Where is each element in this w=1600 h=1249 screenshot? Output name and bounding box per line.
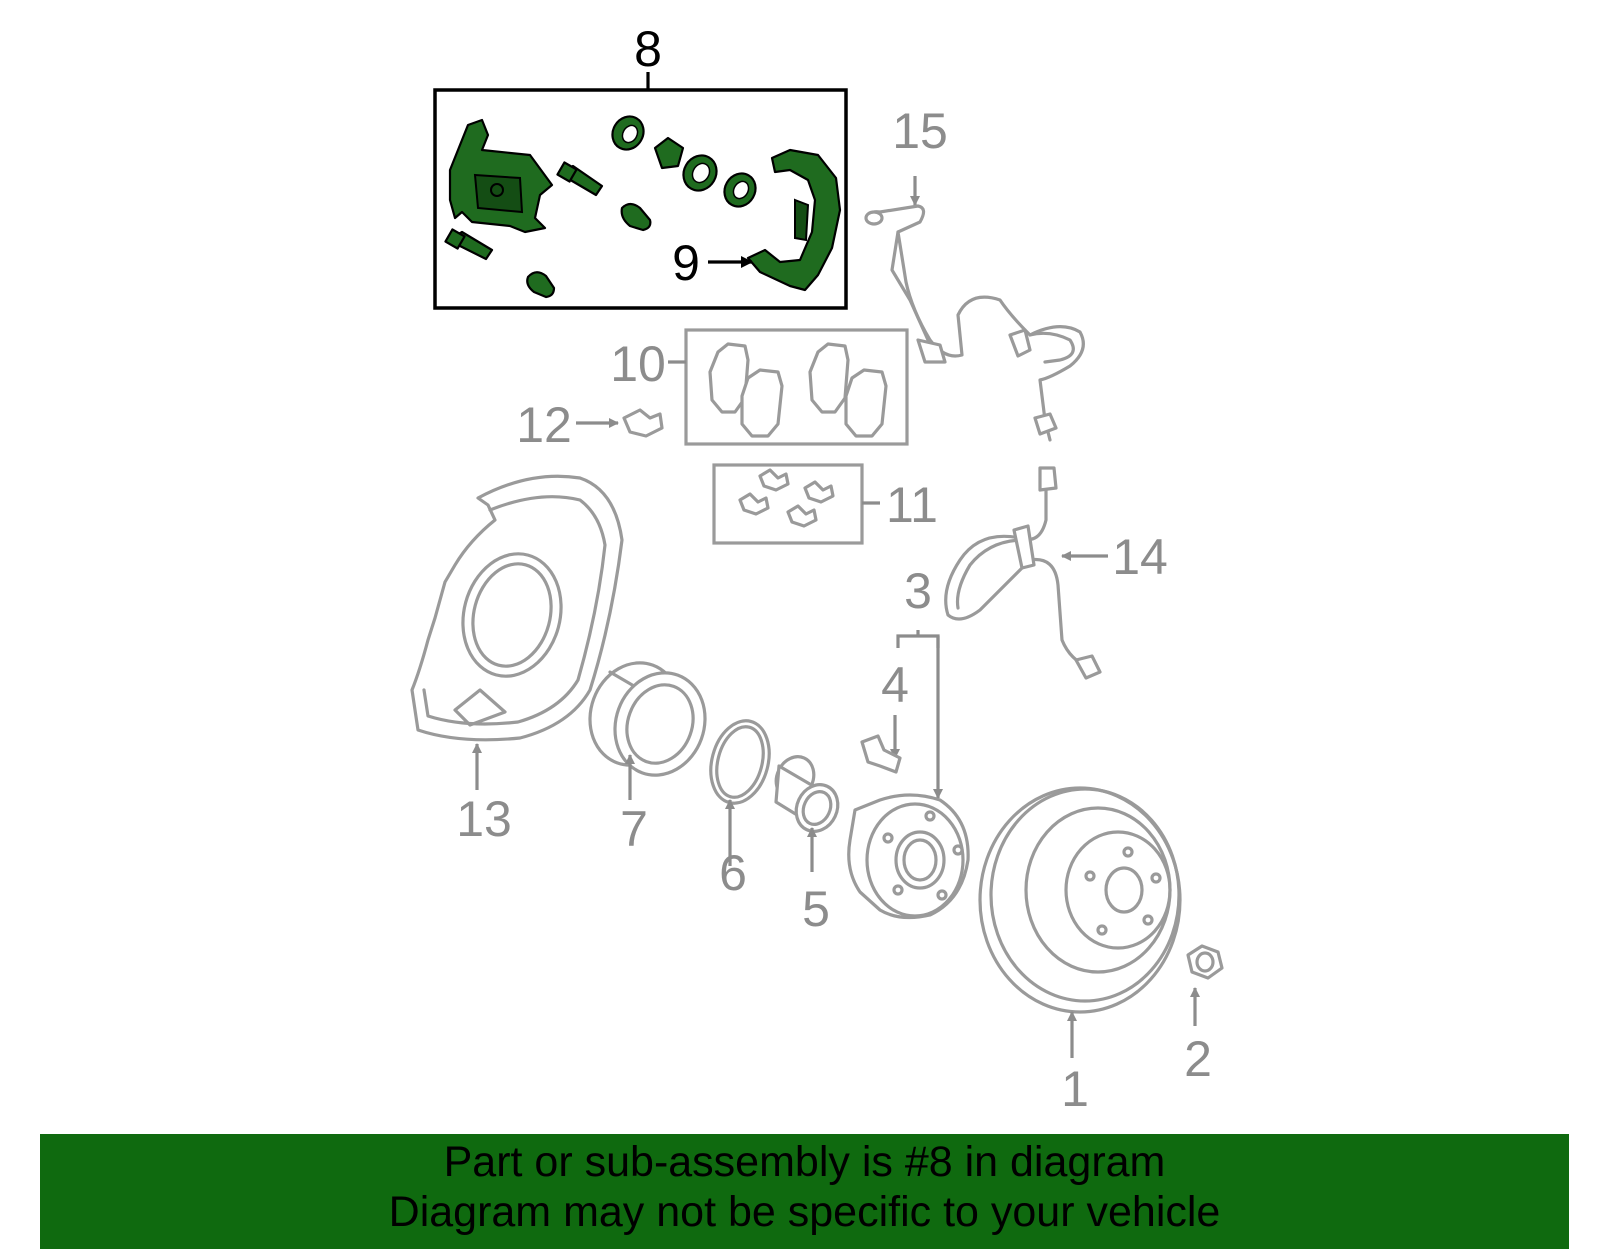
lug-nut-part[interactable] xyxy=(1186,944,1224,1026)
guide-bolt-part[interactable] xyxy=(444,161,604,261)
callout-5: 5 xyxy=(802,881,830,937)
anti-squeal-clip-part[interactable] xyxy=(576,408,664,438)
dust-shield-part[interactable] xyxy=(410,474,624,790)
brake-pads-group[interactable] xyxy=(668,328,909,446)
boot-part[interactable] xyxy=(526,202,652,299)
callout-4: 4 xyxy=(881,657,909,713)
callout-1: 1 xyxy=(1061,1061,1089,1117)
callout-6: 6 xyxy=(719,845,747,901)
wheel-hub-part[interactable] xyxy=(847,630,970,920)
callout-14: 14 xyxy=(1112,529,1168,585)
caliper-body-part[interactable] xyxy=(448,118,554,234)
callout-10: 10 xyxy=(610,336,666,392)
caliper-assembly-group[interactable] xyxy=(433,72,848,310)
callout-9: 9 xyxy=(672,235,700,291)
callout-13: 13 xyxy=(456,791,512,847)
hub-collar-part[interactable] xyxy=(769,750,845,872)
hub-bolt-part[interactable] xyxy=(860,715,902,774)
callout-11: 11 xyxy=(886,477,938,533)
piston-seal-part[interactable] xyxy=(607,111,762,212)
banner-line-disclaimer: Diagram may not be specific to your vehi… xyxy=(388,1188,1221,1236)
callout-3: 3 xyxy=(904,563,932,619)
callout-7: 7 xyxy=(620,801,648,857)
pad-clip-kit-group[interactable] xyxy=(712,463,880,545)
snap-ring-part[interactable] xyxy=(702,714,778,866)
callout-15: 15 xyxy=(892,103,948,159)
caliper-support-part[interactable] xyxy=(746,148,842,292)
callout-2: 2 xyxy=(1184,1031,1212,1087)
wheel-bearing-part[interactable] xyxy=(576,650,719,800)
brake-rotor-part[interactable] xyxy=(978,786,1182,1058)
banner-line-part-number: Part or sub-assembly is #8 in diagram xyxy=(443,1138,1166,1186)
info-banner: Part or sub-assembly is #8 in diagram Di… xyxy=(40,1134,1569,1249)
callout-12: 12 xyxy=(516,397,572,453)
abs-sensor-wire-lower-part[interactable] xyxy=(944,466,1108,680)
abs-sensor-wire-upper-part[interactable] xyxy=(864,176,1085,442)
callout-8: 8 xyxy=(634,21,662,77)
caliper-assembly-box xyxy=(433,88,848,310)
